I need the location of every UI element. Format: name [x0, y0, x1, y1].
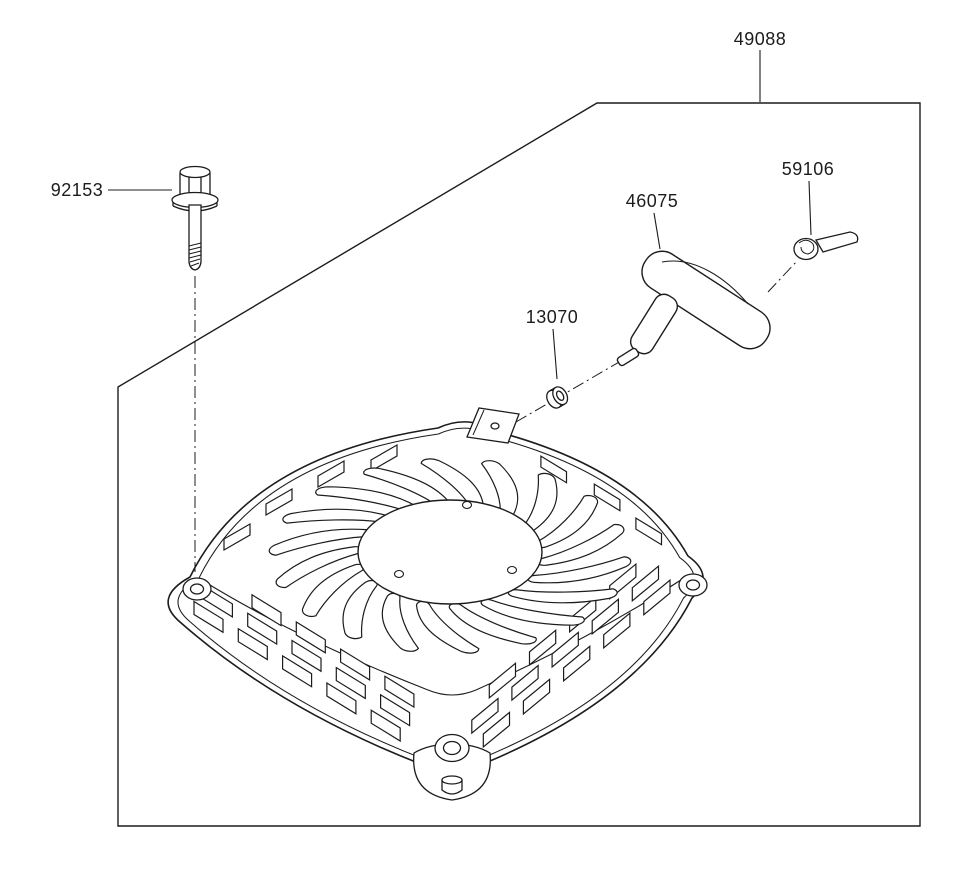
grip-crossbar — [641, 250, 771, 350]
rope-guide[interactable] — [793, 231, 859, 261]
grip-stem — [629, 293, 679, 355]
rope-bushing[interactable] — [544, 384, 571, 410]
recoil-cover[interactable] — [167, 421, 704, 801]
flange-bolt[interactable] — [171, 165, 219, 271]
part-label-assembly[interactable]: 49088 — [734, 29, 787, 49]
bolt-threads — [188, 242, 202, 267]
starter-grip[interactable] — [616, 244, 777, 367]
skirt-ridge — [204, 577, 685, 696]
bolt-head-top — [179, 165, 211, 179]
pulley-plate — [357, 499, 543, 605]
part-label-grip[interactable]: 46075 — [626, 191, 679, 211]
guide-knot — [793, 237, 819, 261]
guide-stub — [814, 231, 859, 253]
grip-mold-line — [661, 260, 749, 305]
assembly-centerlines — [194, 259, 799, 572]
part-label-bushing[interactable]: 13070 — [526, 307, 579, 327]
part-label-bolt[interactable]: 92153 — [51, 180, 104, 200]
guide-axis-centerline — [767, 259, 799, 293]
part-label-guide[interactable]: 59106 — [782, 159, 835, 179]
grip-rope-stub — [616, 347, 640, 367]
leader-lines — [108, 180, 812, 380]
grip-axis-centerline — [515, 357, 627, 423]
cover-details — [182, 407, 708, 795]
drawing-frame — [117, 50, 921, 827]
rope-exit-hole — [490, 422, 500, 430]
plate-screw-holes — [393, 500, 518, 579]
knot-swirl — [798, 239, 815, 255]
frame-outline — [117, 102, 921, 827]
